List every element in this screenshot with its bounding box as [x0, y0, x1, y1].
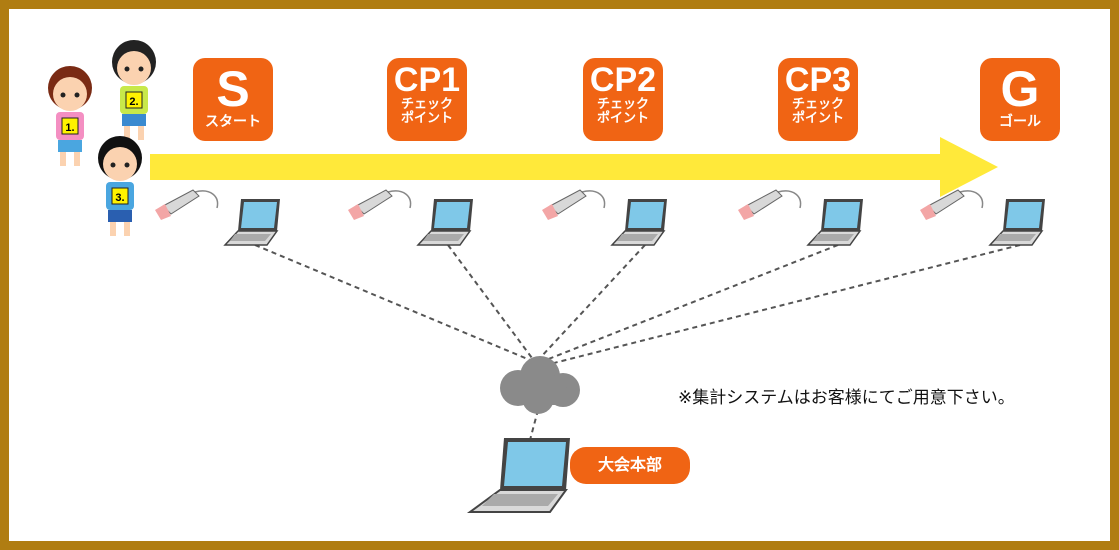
cloud-icon: [500, 356, 580, 414]
station-title: CP1: [393, 61, 461, 99]
hq-label: 大会本部: [570, 447, 690, 484]
runner-icon: 2.: [112, 40, 156, 140]
network-lines: [254, 244, 1021, 441]
laptop-icon: [610, 199, 667, 246]
hq-laptop-icon: [466, 438, 570, 513]
station-subtitle: チェック: [400, 96, 453, 111]
laptop-icon: [806, 199, 863, 246]
barcode-scanner-icon: [155, 189, 219, 220]
station-subtitle: ゴール: [999, 113, 1041, 129]
barcode-scanner-icon: [738, 189, 802, 220]
link-cp3: [545, 244, 839, 361]
runner-icon: 3.: [98, 136, 142, 236]
station-subtitle: スタート: [205, 113, 261, 129]
link-cp2: [539, 244, 646, 359]
link-cp1: [447, 244, 533, 359]
barcode-scanner-icon: [542, 189, 606, 220]
station-title: G: [1000, 61, 1040, 117]
barcode-scanner-icon: [920, 189, 984, 220]
station-subtitle: チェック: [791, 96, 844, 111]
system-note: ※集計システムはお客様にてご用意下さい。: [678, 388, 1015, 408]
station-subtitle: ポイント: [400, 109, 453, 125]
station-title: CP3: [784, 61, 852, 99]
station-title: S: [216, 61, 250, 117]
barcode-scanner-icon: [348, 189, 412, 220]
station-subtitle: ポイント: [791, 109, 844, 125]
laptop-icon: [223, 199, 280, 246]
link-g: [549, 244, 1021, 365]
runner-bib: 2.: [129, 96, 138, 108]
station-subtitle: チェック: [596, 96, 649, 111]
link-hq: [529, 409, 539, 441]
runner-bib: 1.: [65, 122, 74, 134]
laptop-icon: [416, 199, 473, 246]
laptop-icon: [988, 199, 1045, 246]
link-s: [254, 244, 531, 361]
course-arrow-icon: [150, 137, 998, 197]
runner-bib: 3.: [115, 192, 124, 204]
station-subtitle: ポイント: [596, 109, 649, 125]
runner-icon: 1.: [48, 66, 92, 166]
station-title: CP2: [589, 61, 657, 99]
